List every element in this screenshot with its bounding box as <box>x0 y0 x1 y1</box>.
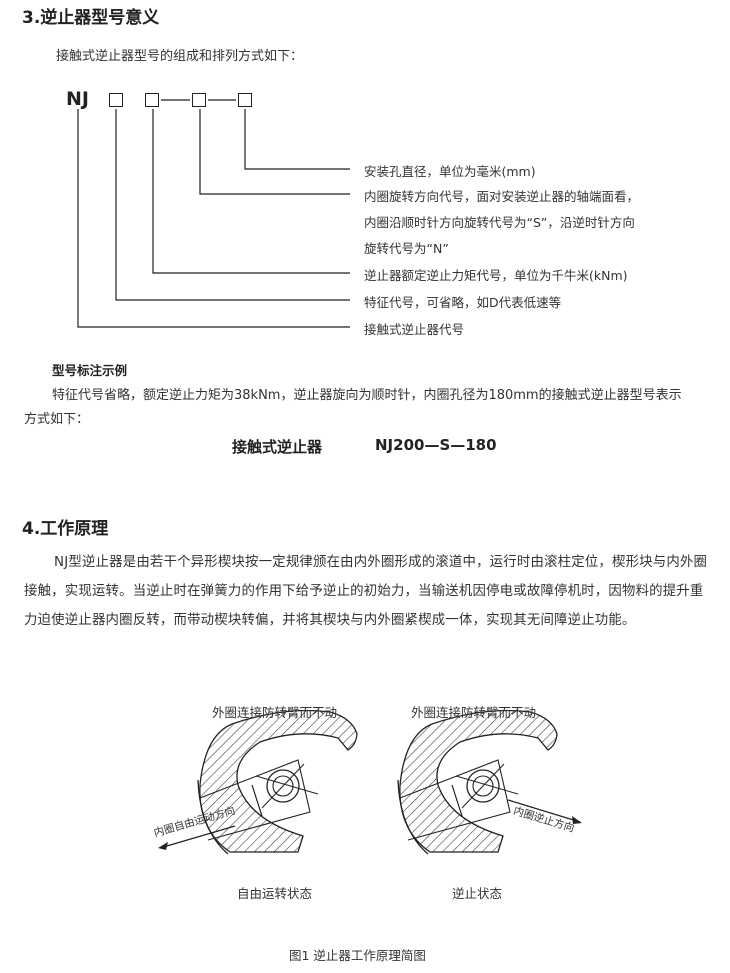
section3-title: 3.逆止器型号意义 <box>22 8 160 28</box>
left-top-label: 外圈连接防转臂而不动 <box>212 705 338 720</box>
figure-caption: 图1 逆止器工作原理简图 <box>289 948 426 963</box>
section4-title: 4.工作原理 <box>22 519 109 539</box>
example-name: 接触式逆止器 <box>232 438 323 456</box>
principle-figure <box>158 709 582 855</box>
example-line-2: 方式如下： <box>24 412 90 427</box>
backstop-diagram <box>397 709 582 855</box>
example-line-1: 特征代号省略，额定逆止力矩为38kNm，逆止器旋向为顺时针，内圈孔径为180mm… <box>52 388 682 403</box>
left-bottom-label: 自由运转状态 <box>237 886 313 901</box>
legend-direction-2: 内圈沿顺时针方向旋转代号为“S”，沿逆时针方向 <box>364 215 635 230</box>
model-box-diameter <box>238 93 252 107</box>
model-box-direction <box>192 93 206 107</box>
right-bottom-label: 逆止状态 <box>452 886 503 901</box>
free-running-diagram <box>158 709 358 855</box>
model-box-torque <box>145 93 159 107</box>
legend-contact-type: 接触式逆止器代号 <box>364 322 465 337</box>
example-model: NJ200—S—180 <box>375 436 497 454</box>
legend-feature: 特征代号，可省略，如D代表低速等 <box>364 295 562 310</box>
model-code-leader-lines <box>77 99 350 328</box>
right-top-label: 外圈连接防转臂而不动 <box>411 705 537 720</box>
section4-paragraph: NJ型逆止器是由若干个异形楔块按一定规律颁在由内外圈形成的滚道中，运行时由滚柱定… <box>24 555 708 628</box>
legend-torque: 逆止器额定逆止力矩代号，单位为千牛米(kNm) <box>364 268 628 283</box>
legend-direction-3: 旋转代号为“N” <box>364 241 449 256</box>
example-title: 型号标注示例 <box>52 363 128 378</box>
model-prefix: NJ <box>66 88 89 110</box>
section3-intro: 接触式逆止器型号的组成和排列方式如下： <box>56 49 304 64</box>
model-box-feature <box>109 93 123 107</box>
legend-direction-1: 内圈旋转方向代号，面对安装逆止器的轴端面看， <box>364 189 640 204</box>
legend-diameter: 安装孔直径，单位为毫米(mm) <box>364 164 536 179</box>
